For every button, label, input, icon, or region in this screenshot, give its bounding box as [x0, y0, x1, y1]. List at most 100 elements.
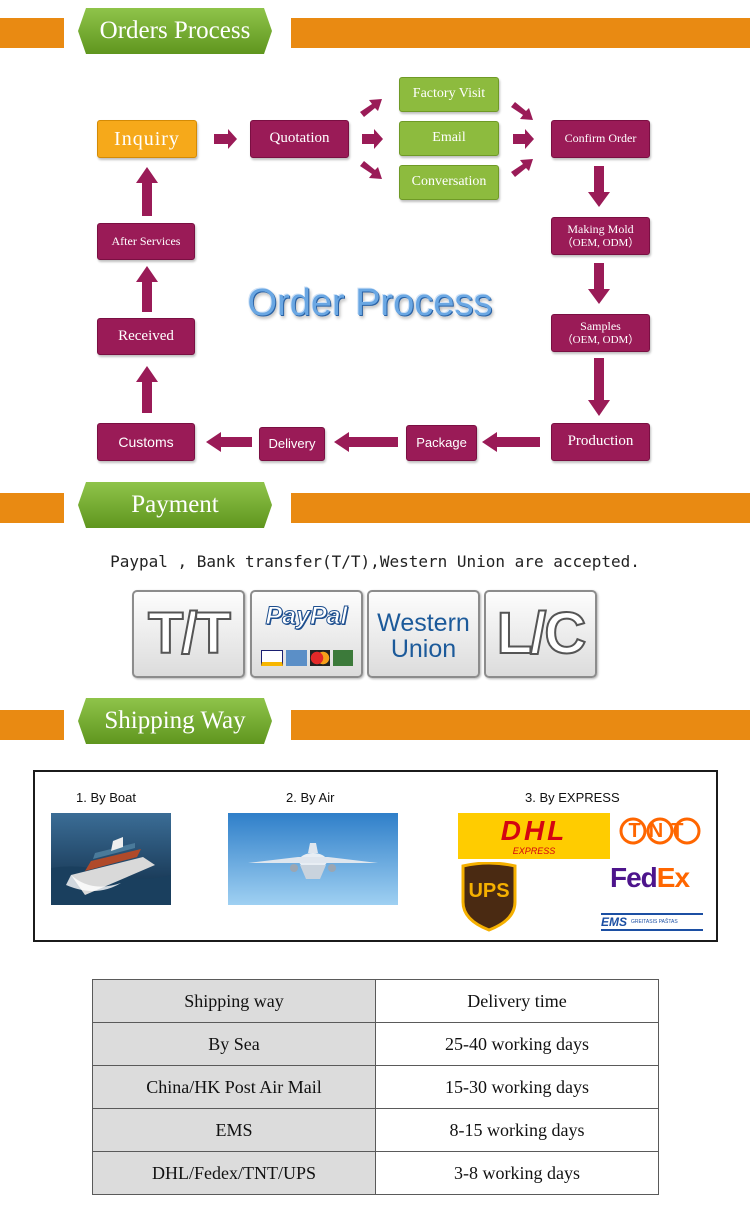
arrow-up-icon — [136, 167, 158, 216]
section-bar-left — [0, 493, 64, 523]
section-bar-right — [291, 710, 750, 740]
section-tab-shape — [78, 482, 272, 528]
flow-samples-label: Samples — [580, 318, 621, 333]
flow-email: Email — [399, 121, 499, 156]
payment-card-western-union: Western Union — [367, 590, 480, 678]
dhl-wordmark: DHL — [500, 815, 568, 846]
table-cell: 25-40 working days — [375, 1022, 659, 1066]
payment-description: Paypal , Bank transfer(T/T),Western Unio… — [110, 552, 640, 571]
arrow-up-icon — [136, 366, 158, 413]
fedex-ex: Ex — [656, 862, 690, 893]
card-brand-icons — [261, 650, 353, 666]
tnt-rings — [619, 817, 701, 845]
arrow-up-icon — [136, 266, 158, 312]
section-header-shipping-way: Shipping Way — [78, 698, 272, 744]
fedex-logo: FedEx — [610, 862, 690, 894]
arrow-down-right-icon — [511, 102, 533, 120]
section-header-orders-process: Orders Process — [78, 8, 272, 54]
flow-samples: Samples （OEM, ODM） — [551, 314, 650, 352]
arrow-down-icon — [588, 166, 610, 207]
table-header-cell: Shipping way — [92, 979, 376, 1023]
table-header-row: Shipping way Delivery time — [92, 979, 659, 1023]
ups-wordmark: UPS — [468, 880, 510, 902]
ems-sub: GREITASIS PAŠTAS — [631, 919, 678, 925]
arrow-down-right-icon — [360, 161, 382, 179]
arrow-up-right-icon — [511, 159, 533, 177]
card-icon — [286, 650, 307, 666]
ups-logo — [461, 862, 517, 932]
section-tab-shape — [78, 698, 272, 744]
table-row: EMS 8-15 working days — [92, 1108, 659, 1152]
section-bar-left — [0, 18, 64, 48]
section-tab-shape — [78, 8, 272, 54]
arrow-up-right-icon — [360, 99, 382, 117]
table-row: By Sea 25-40 working days — [92, 1022, 659, 1066]
table-header-cell: Delivery time — [375, 979, 659, 1023]
flow-after-services: After Services — [97, 223, 195, 260]
section-bar-right — [291, 18, 750, 48]
table-row: DHL/Fedex/TNT/UPS 3-8 working days — [92, 1151, 659, 1195]
dhl-express: EXPRESS — [512, 846, 556, 856]
arrow-down-icon — [588, 358, 610, 416]
table-cell: 8-15 working days — [375, 1108, 659, 1152]
ems-wordmark: EMS — [601, 915, 628, 929]
arrow-right-icon — [513, 129, 534, 149]
flow-inquiry: Inquiry — [97, 120, 197, 158]
payment-card-lc: L/C — [484, 590, 597, 678]
arrow-left-icon — [206, 432, 252, 452]
flow-making-mold-label: Making Mold — [567, 221, 634, 236]
flow-arrows — [136, 99, 610, 452]
flow-production: Production — [551, 423, 650, 461]
mastercard-icon — [309, 650, 330, 666]
section-title: Shipping Way — [104, 707, 246, 734]
arrow-left-icon — [482, 432, 540, 452]
table-cell: EMS — [92, 1108, 376, 1152]
table-cell: By Sea — [92, 1022, 376, 1066]
western-union-line1: Western — [377, 609, 470, 637]
airplane-image — [228, 813, 398, 905]
table-cell: China/HK Post Air Mail — [92, 1065, 376, 1109]
by-air-label: 2. By Air — [286, 790, 335, 805]
card-icon — [332, 650, 353, 666]
section-title: Payment — [131, 491, 219, 518]
lc-logo: L/C — [496, 600, 587, 667]
flow-quotation: Quotation — [250, 120, 349, 158]
flow-delivery: Delivery — [259, 427, 325, 461]
tt-logo: T/T — [147, 600, 232, 667]
flow-confirm-order: Confirm Order — [551, 120, 650, 158]
by-express-label: 3. By EXPRESS — [525, 790, 620, 805]
shipping-methods-panel: 1. By Boat 2. By Air 3. By EXPRESS DHL E… — [33, 770, 718, 942]
paypal-logo: PayPal — [265, 602, 348, 631]
cargo-ship-image — [51, 813, 171, 905]
payment-card-tt: T/T — [132, 590, 245, 678]
section-title: Orders Process — [99, 17, 251, 44]
dhl-logo: DHL EXPRESS — [458, 813, 610, 859]
section-bar-right — [291, 493, 750, 523]
shipping-time-table: Shipping way Delivery time By Sea 25-40 … — [92, 979, 659, 1195]
fedex-fed: Fed — [610, 862, 658, 893]
arrow-left-icon — [334, 432, 398, 452]
table-cell: DHL/Fedex/TNT/UPS — [92, 1151, 376, 1195]
by-boat-label: 1. By Boat — [76, 790, 136, 805]
flow-package: Package — [406, 425, 477, 461]
arrow-right-icon — [214, 129, 237, 149]
table-row: China/HK Post Air Mail 15-30 working day… — [92, 1065, 659, 1109]
flow-samples-sub: （OEM, ODM） — [561, 333, 640, 346]
section-header-payment: Payment — [78, 482, 272, 528]
visa-icon — [261, 650, 284, 666]
table-cell: 3-8 working days — [375, 1151, 659, 1195]
flow-making-mold-sub: （OEM, ODM） — [561, 236, 640, 249]
flow-conversation: Conversation — [399, 165, 499, 200]
arrow-down-icon — [588, 263, 610, 304]
flow-factory-visit: Factory Visit — [399, 77, 499, 112]
arrow-right-icon — [362, 129, 383, 149]
western-union-logo: Western Union — [369, 610, 478, 662]
flow-customs: Customs — [97, 423, 195, 461]
table-cell: 15-30 working days — [375, 1065, 659, 1109]
order-process-title: Order Process — [247, 282, 493, 324]
western-union-line2: Union — [390, 635, 457, 663]
flow-received: Received — [97, 318, 195, 355]
ems-logo: EMS GREITASIS PAŠTAS — [601, 913, 703, 931]
payment-card-paypal: PayPal — [250, 590, 363, 678]
flow-making-mold: Making Mold （OEM, ODM） — [551, 217, 650, 255]
